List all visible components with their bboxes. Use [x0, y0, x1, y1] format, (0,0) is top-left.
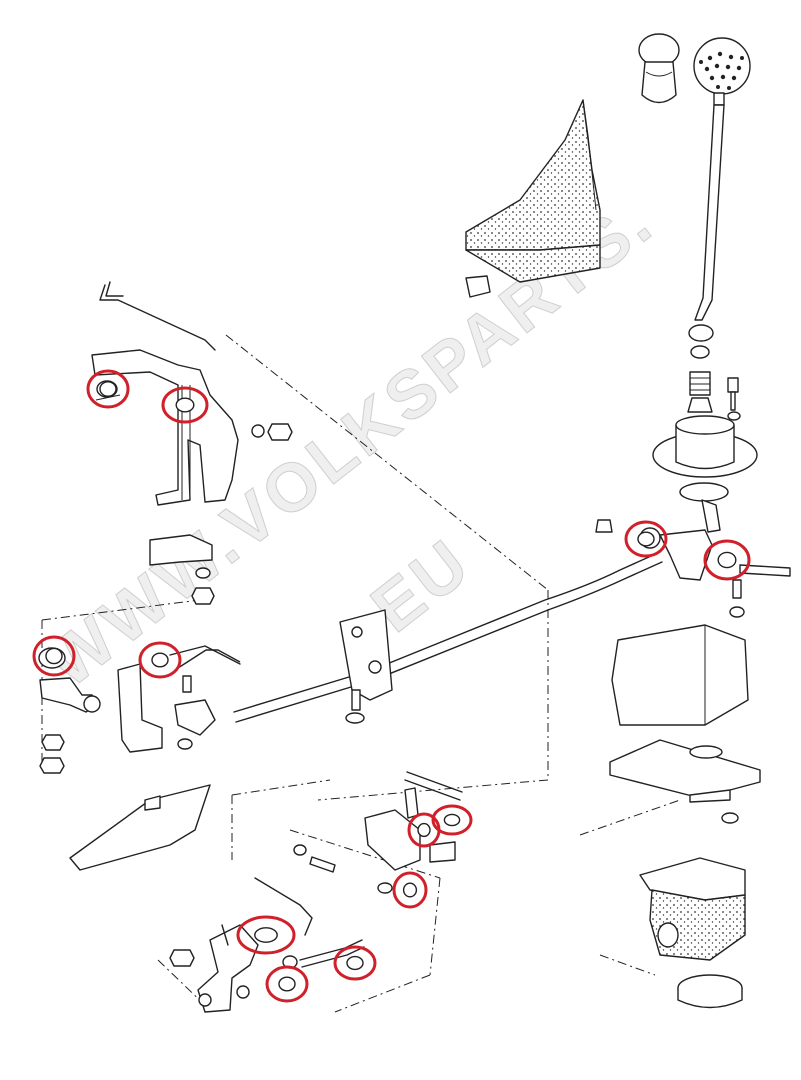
bushing-part-9 — [402, 882, 418, 898]
lower-boot — [639, 857, 746, 1009]
main-shift-rod — [233, 551, 663, 723]
lever-mount-assembly — [652, 324, 758, 533]
highlight-circle-9 — [392, 871, 428, 909]
bushing-part-12 — [346, 955, 364, 971]
shift-boot — [465, 99, 601, 283]
bushing-part-10 — [254, 927, 278, 943]
bushing-part-2 — [175, 397, 195, 413]
highlight-circle-12 — [333, 945, 377, 981]
highlight-circle-8 — [431, 804, 473, 836]
tunnel-cover-housing — [609, 624, 761, 824]
boot-clip — [465, 275, 491, 298]
highlight-circle-5 — [32, 635, 76, 677]
bushing-part-6 — [151, 652, 169, 668]
highlight-circle-6 — [138, 641, 182, 679]
bushing-part-11 — [278, 976, 296, 992]
lower-linkage — [169, 771, 463, 1013]
shift-knob-golf-ball — [693, 37, 751, 106]
bushing-part-4 — [717, 551, 737, 569]
highlight-circle-11 — [265, 965, 309, 1003]
highlight-markers — [32, 369, 751, 1003]
shift-knob-plain — [638, 33, 680, 104]
highlight-circle-1 — [86, 369, 130, 409]
shift-lever-rod — [694, 104, 725, 321]
highlight-circle-3 — [624, 520, 668, 558]
highlight-circle-2 — [161, 386, 209, 424]
bushing-part-7 — [417, 822, 431, 838]
bushing-part-3 — [637, 531, 655, 547]
bushing-part-1 — [99, 381, 117, 397]
bushing-part-5 — [45, 647, 63, 665]
bushing-part-8 — [443, 813, 461, 827]
highlight-circle-10 — [236, 915, 296, 955]
highlight-circle-4 — [703, 539, 751, 581]
